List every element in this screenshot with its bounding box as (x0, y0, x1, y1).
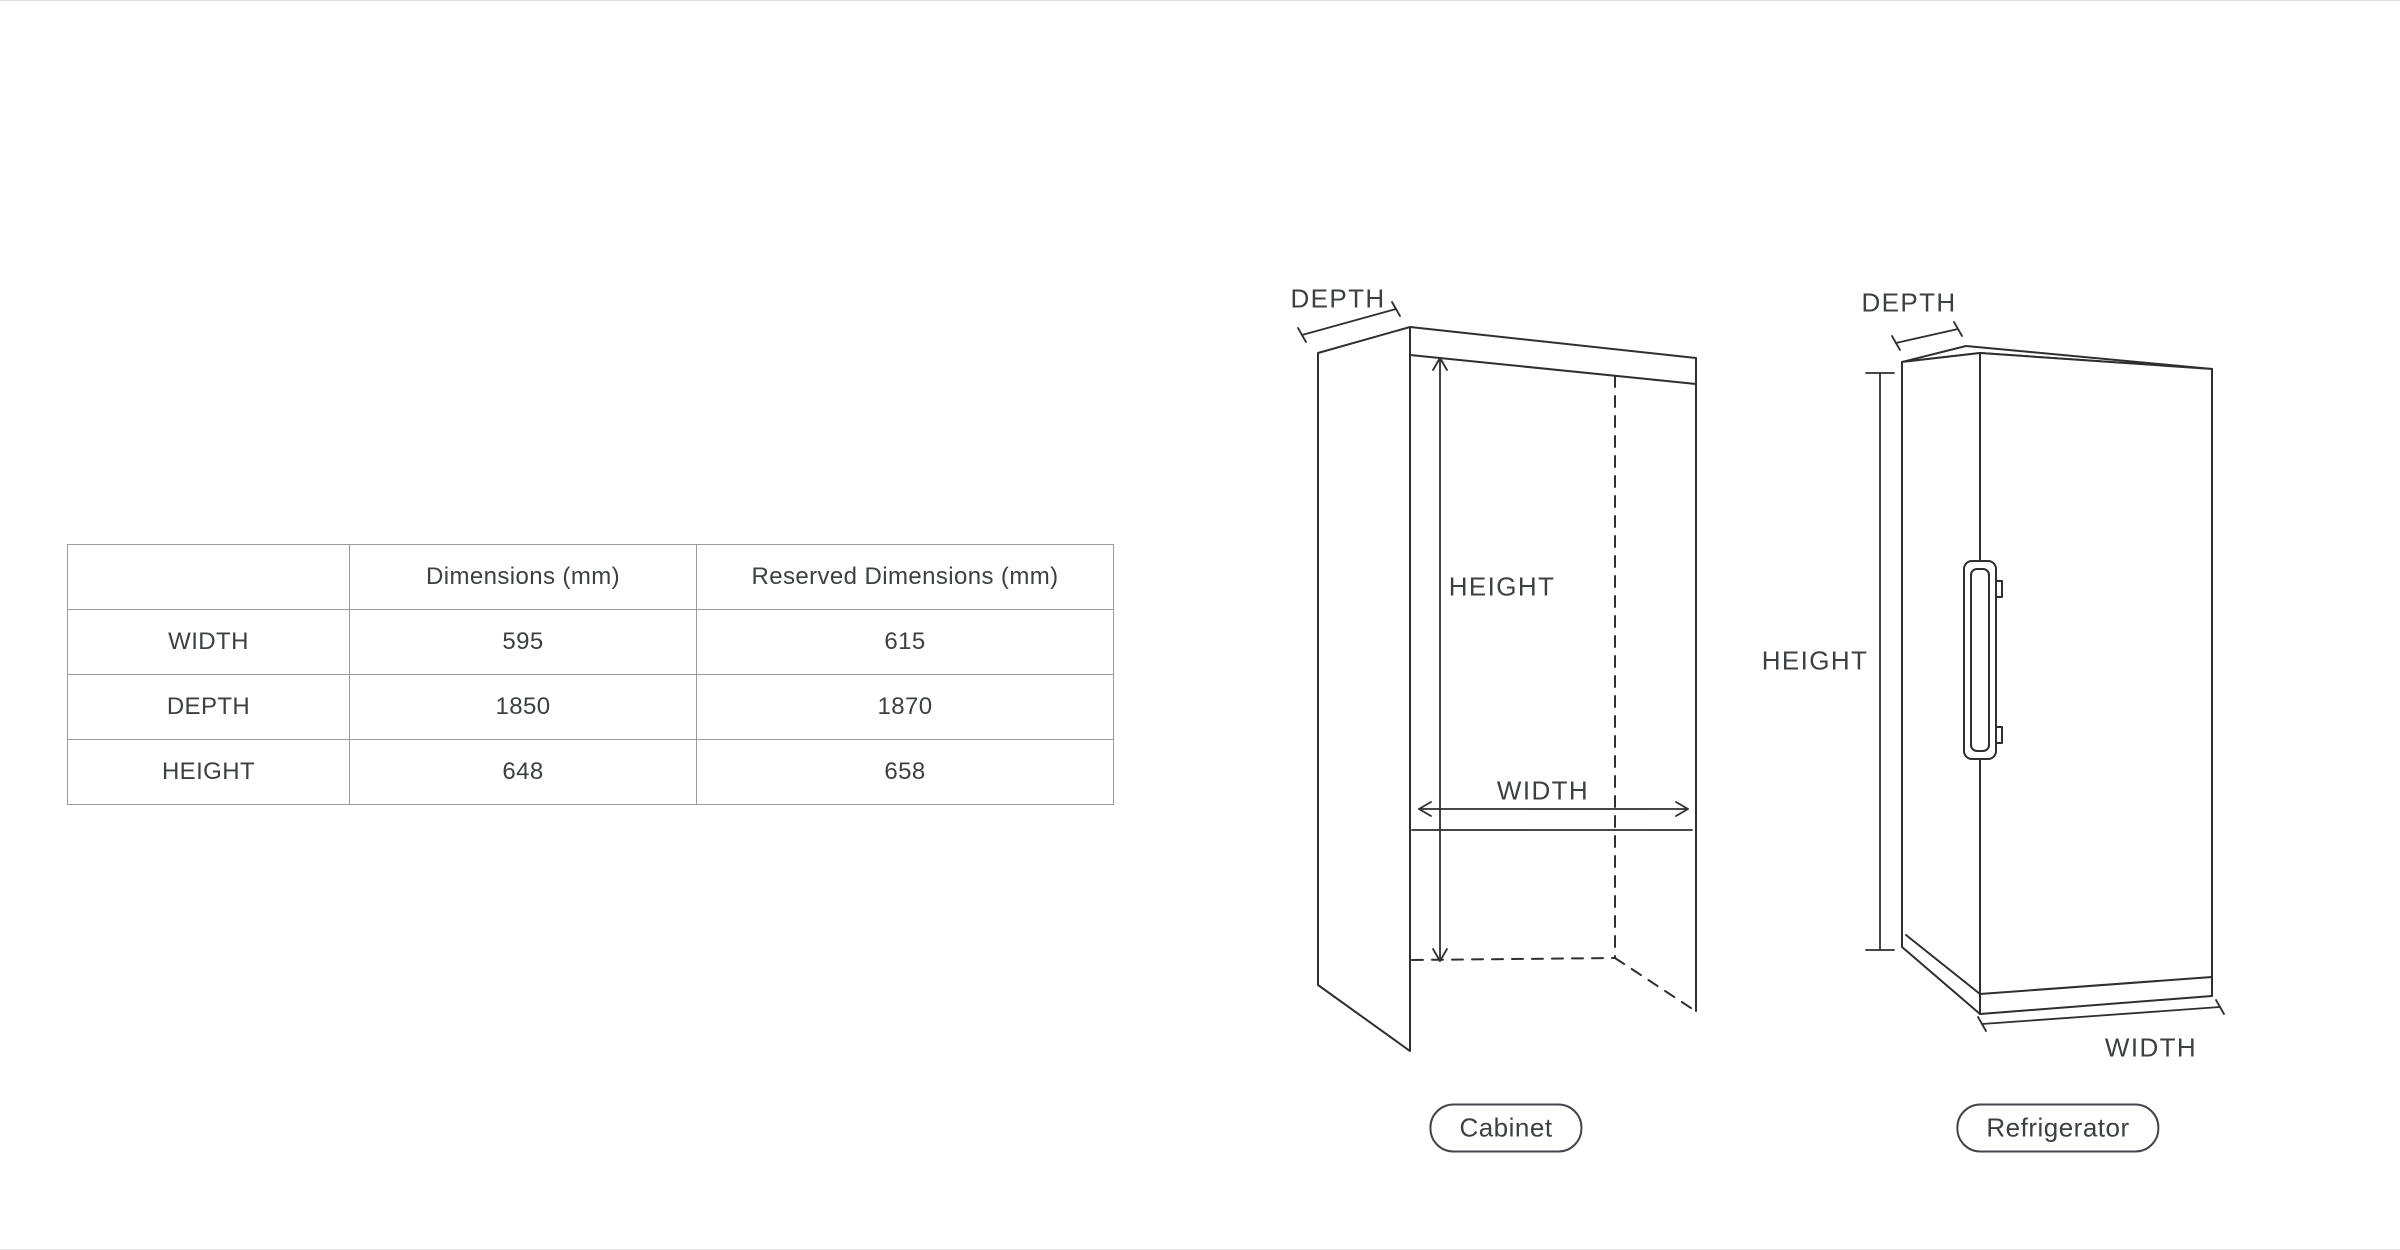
cabinet-depth-dimension-line (1297, 301, 1401, 343)
width-reserved-value: 615 (696, 609, 1114, 675)
cabinet-hidden-edges (1411, 375, 1695, 1011)
row-label-height: HEIGHT (67, 739, 350, 805)
refrigerator-caption-badge: Refrigerator (1956, 1103, 2160, 1153)
height-reserved-value: 658 (696, 739, 1114, 805)
cabinet-top-panel (1409, 326, 1697, 385)
row-label-width: WIDTH (67, 609, 350, 675)
refrigerator-drawing (1865, 321, 2225, 1032)
refrigerator-handle (1963, 560, 2003, 760)
refrigerator-base-line (1905, 934, 2213, 995)
table-row-height: HEIGHT 648 658 (67, 739, 1114, 805)
refrigerator-height-dimension-line (1865, 372, 1895, 951)
table-header-reserved-dimensions: Reserved Dimensions (mm) (696, 544, 1114, 610)
dimensions-table: Dimensions (mm) Reserved Dimensions (mm)… (67, 544, 1114, 805)
refrigerator-width-dimension-line (1977, 999, 2225, 1032)
cabinet-width-label: WIDTH (1496, 775, 1590, 806)
refrigerator-depth-label: DEPTH (1861, 287, 1957, 318)
table-header-empty (67, 544, 350, 610)
table-row-width: WIDTH 595 615 (67, 609, 1114, 675)
cabinet-drawing (1297, 301, 1697, 1052)
cabinet-width-dimension-line (1411, 801, 1693, 831)
refrigerator-depth-dimension-line (1891, 321, 1963, 351)
cabinet-height-dimension-line (1432, 357, 1448, 962)
depth-dimension-value: 1850 (349, 674, 697, 740)
cabinet-height-label: HEIGHT (1448, 571, 1556, 602)
refrigerator-front-face (1979, 352, 2213, 1015)
height-dimension-value: 648 (349, 739, 697, 805)
cabinet-left-panel (1317, 326, 1411, 1052)
cabinet-depth-label: DEPTH (1290, 283, 1386, 314)
row-label-depth: DEPTH (67, 674, 350, 740)
cabinet-caption-badge: Cabinet (1429, 1103, 1583, 1153)
refrigerator-width-label: WIDTH (2104, 1032, 2198, 1063)
width-dimension-value: 595 (349, 609, 697, 675)
refrigerator-height-label: HEIGHT (1761, 645, 1869, 676)
